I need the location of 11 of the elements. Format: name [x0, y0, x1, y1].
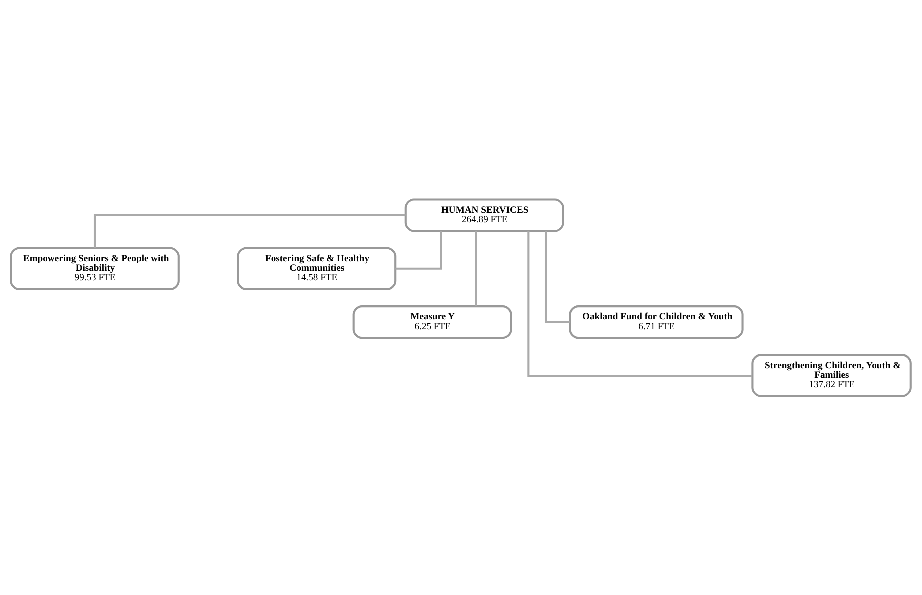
node-box: Strengthening Children, Youth & Families 137.82 FTE — [752, 354, 912, 397]
node-box: HUMAN SERVICES 264.89 FTE — [404, 198, 564, 232]
connector — [396, 231, 442, 270]
node-box: Empowering Seniors & People with Disability 99.53 FTE — [10, 246, 180, 290]
node-box: Fostering Safe & Healthy Communities 14.58 FTE — [237, 246, 397, 290]
connector — [94, 214, 406, 248]
node-box: Measure Y 6.25 FTE — [352, 305, 512, 339]
connector — [475, 230, 478, 306]
connector — [545, 230, 570, 323]
connector — [528, 231, 753, 377]
node-box: Oakland Fund for Children & Youth 6.71 FTE — [569, 305, 744, 339]
